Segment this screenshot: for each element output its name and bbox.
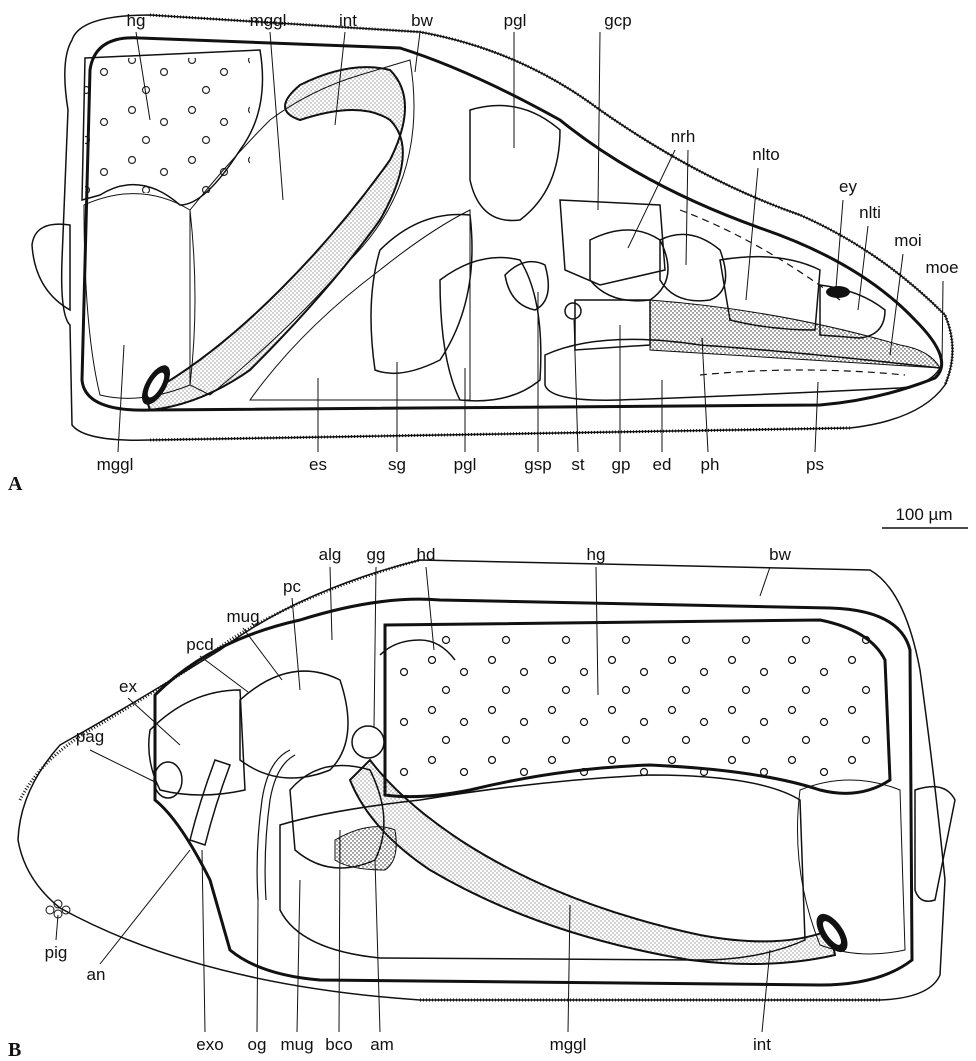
panel-letter-b: B	[8, 1039, 21, 1061]
label-a-gp: gp	[612, 455, 631, 474]
label-a-moi: moi	[894, 231, 921, 250]
head-gland-vesicles-b	[395, 630, 875, 780]
gsp-a	[505, 262, 548, 310]
label-a-nlti: nlti	[859, 203, 881, 222]
tail-hook-b	[915, 787, 955, 902]
label-b-mug-top: mug	[226, 607, 259, 626]
label-b-pag: pag	[76, 727, 104, 746]
scale-bar: 100 µm	[882, 505, 968, 528]
label-b-an: an	[87, 965, 106, 984]
label-b-hg: hg	[587, 545, 606, 564]
label-a-nrh: nrh	[671, 127, 696, 146]
label-b-int: int	[753, 1035, 771, 1054]
panel-letter-a: A	[8, 473, 23, 495]
label-a-bw: bw	[411, 11, 433, 30]
label-b-ex: ex	[119, 677, 137, 696]
pc-b	[240, 671, 348, 778]
label-b-exo: exo	[196, 1035, 223, 1054]
mggl-lobe-a	[84, 194, 195, 399]
label-a-pgl-bottom: pgl	[454, 455, 477, 474]
label-a-mggl-bottom: mggl	[97, 455, 134, 474]
label-a-ph: ph	[701, 455, 720, 474]
label-b-alg: alg	[319, 545, 342, 564]
panel-a	[62, 15, 953, 440]
ps-dash-a	[700, 370, 905, 375]
pharyngeal-gland-lower-a	[440, 258, 541, 401]
label-a-int: int	[339, 11, 357, 30]
label-a-ey: ey	[839, 177, 857, 196]
brain-lobe-a	[590, 230, 668, 301]
label-b-bco: bco	[325, 1035, 352, 1054]
label-a-st: st	[571, 455, 585, 474]
scale-bar-label: 100 µm	[895, 505, 952, 524]
label-b-am: am	[370, 1035, 394, 1054]
salivary-gland-a	[371, 214, 472, 373]
exo-b	[190, 760, 230, 845]
label-b-pc: pc	[283, 577, 301, 596]
label-b-pcd: pcd	[186, 635, 213, 654]
pharyngeal-gland-upper-a	[470, 106, 560, 221]
label-a-es: es	[309, 455, 327, 474]
label-a-sg: sg	[388, 455, 406, 474]
label-b-gg: gg	[367, 545, 386, 564]
pag-b	[154, 762, 182, 798]
tail-hook-a	[32, 224, 70, 310]
label-a-nlto: nlto	[752, 145, 779, 164]
mggl-lobe-b	[798, 780, 906, 954]
label-a-ps: ps	[806, 455, 824, 474]
label-b-mggl: mggl	[550, 1035, 587, 1054]
am-b	[335, 827, 396, 870]
label-a-gsp: gsp	[524, 455, 551, 474]
intestine-b	[350, 760, 835, 964]
label-a-moe: moe	[925, 258, 958, 277]
label-a-mggl-top: mggl	[250, 11, 287, 30]
label-a-hg: hg	[127, 11, 146, 30]
label-a-pgl-top: pgl	[504, 11, 527, 30]
pharynx-a	[650, 300, 940, 368]
label-b-bw: bw	[769, 545, 791, 564]
label-a-ed: ed	[653, 455, 672, 474]
gg-b	[352, 726, 384, 758]
st-a	[565, 303, 581, 319]
head-gland-vesicles-a	[85, 58, 250, 193]
ex-b	[149, 690, 245, 795]
gcp-a	[560, 200, 665, 285]
label-b-mug-bottom: mug	[280, 1035, 313, 1054]
label-b-pig: pig	[45, 943, 68, 962]
nrh-dash-a	[680, 210, 840, 300]
label-a-gcp: gcp	[604, 11, 631, 30]
label-b-og: og	[248, 1035, 267, 1054]
label-b-hd: hd	[417, 545, 436, 564]
brain-lobe2-a	[660, 234, 726, 300]
